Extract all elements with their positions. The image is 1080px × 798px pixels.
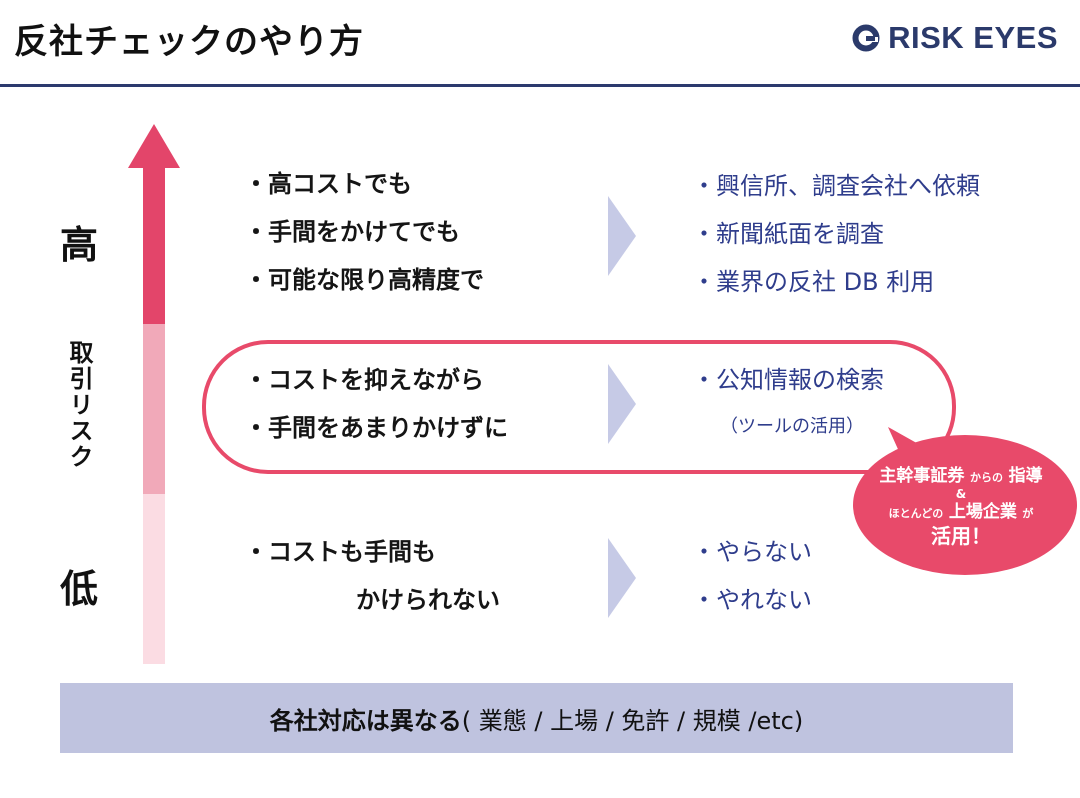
footer-strong-text: 各社対応は異なる (269, 706, 462, 735)
logo-text: RISK EYES (888, 20, 1058, 55)
row-high-conditions: ・高コストでも ・手間をかけてでも ・可能な限り高精度で (244, 160, 484, 304)
callout-from: からの (970, 471, 1003, 484)
chevron-right-icon (608, 538, 636, 618)
callout-bubble (853, 427, 1077, 575)
risk-high-label: 高 (60, 223, 99, 267)
risk-eyes-logo-icon (852, 24, 880, 52)
callout-ampersand: & (955, 487, 967, 502)
callout-use: 活用！ (931, 523, 991, 548)
arrow-high-segment (143, 166, 165, 324)
row-low-methods: ・やらない ・やれない (692, 528, 812, 624)
footer-detail-text: ( 業態 / 上場 / 免許 / 規模 /etc) (461, 706, 804, 735)
row-mid-conditions: ・コストを抑えながら ・手間をあまりかけずに (244, 356, 508, 452)
condition-item: ・コストを抑えながら (244, 366, 484, 394)
method-item: ・興信所、調査会社へ依頼 (692, 172, 980, 200)
method-item: ・業界の反社 DB 利用 (692, 268, 935, 296)
arrow-mid-segment (143, 324, 165, 494)
risk-axis-label: 取引リスク (65, 340, 93, 470)
arrow-head-icon (128, 124, 180, 168)
row-low-conditions: ・コストも手間も かけられない (244, 528, 500, 624)
method-item: ・やらない (692, 538, 812, 566)
callout-text: 主幹事証券 からの 指導 & ほとんどの 上場企業 が 活用！ (848, 466, 1074, 549)
header-divider (0, 84, 1080, 87)
chevron-right-icon (608, 364, 636, 444)
arrow-low-segment (143, 494, 165, 664)
method-item: ・新聞紙面を調査 (692, 220, 884, 248)
callout-listed-companies: 上場企業 (948, 502, 1017, 523)
chevron-right-icon (608, 196, 636, 276)
callout-securities: 主幹事証券 (879, 466, 965, 486)
callout-ga: が (1022, 507, 1034, 521)
callout-guidance: 指導 (1008, 466, 1043, 486)
condition-item: ・手間をあまりかけずに (244, 414, 508, 442)
risk-arrow (128, 124, 180, 664)
condition-item: ・手間をかけてでも (244, 218, 460, 246)
callout-most: ほとんどの (888, 507, 944, 521)
footer-note: 各社対応は異なる ( 業態 / 上場 / 免許 / 規模 /etc) (60, 683, 1013, 753)
highlight-frame (202, 340, 956, 474)
tool-note: （ツールの活用） (720, 416, 864, 437)
condition-item: かけられない (356, 586, 500, 614)
condition-item: ・可能な限り高精度で (244, 266, 484, 294)
row-high-methods: ・興信所、調査会社へ依頼 ・新聞紙面を調査 ・業界の反社 DB 利用 (692, 162, 980, 306)
condition-item: ・高コストでも (244, 170, 412, 198)
row-mid-methods: ・公知情報の検索 (692, 356, 884, 404)
method-item: ・やれない (692, 586, 812, 614)
condition-item: ・コストも手間も (244, 538, 436, 566)
page-title: 反社チェックのやり方 (14, 22, 364, 62)
method-item: ・公知情報の検索 (692, 366, 884, 394)
logo: RISK EYES (852, 20, 1058, 56)
risk-low-label: 低 (60, 567, 99, 611)
